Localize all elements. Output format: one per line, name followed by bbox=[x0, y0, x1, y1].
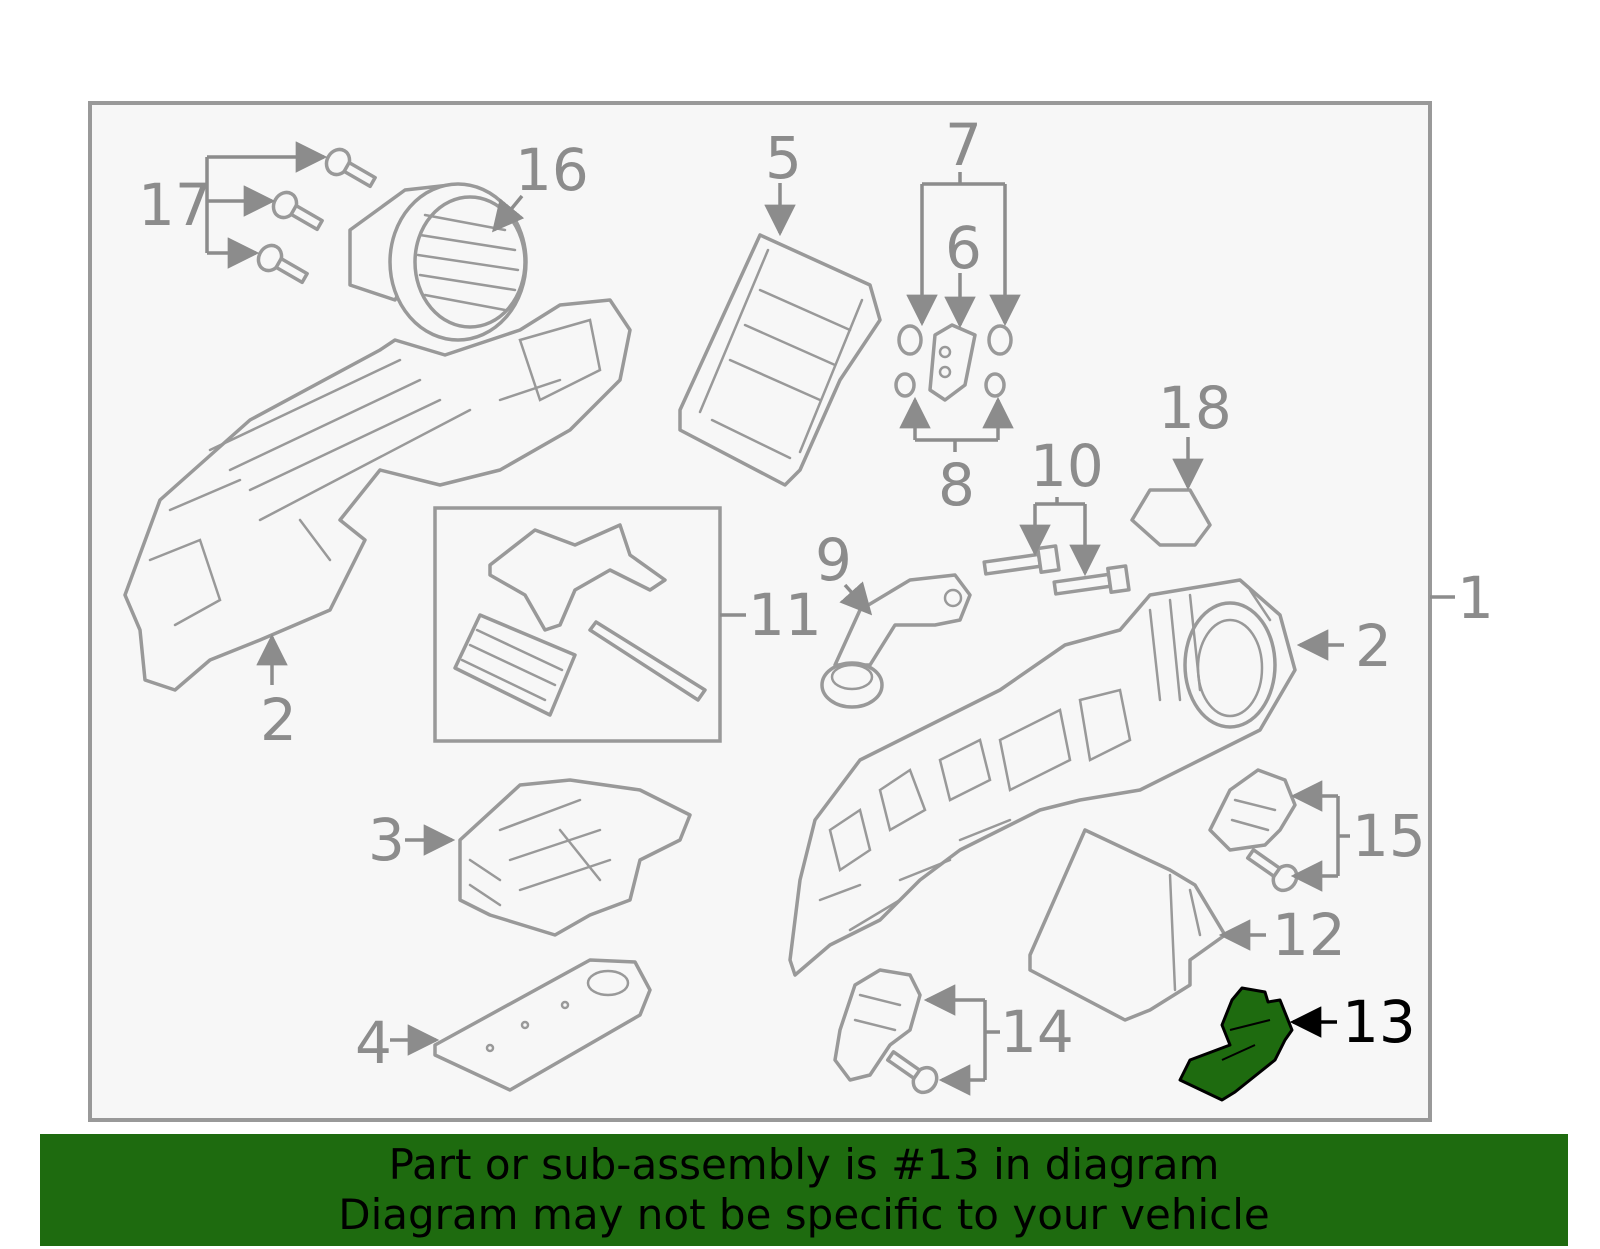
part-8-o-rings bbox=[894, 372, 1006, 398]
banner-line-2: Diagram may not be specific to your vehi… bbox=[338, 1190, 1270, 1239]
info-banner: Part or sub-assembly is #13 in diagram D… bbox=[40, 1134, 1568, 1246]
callout-8: 8 bbox=[938, 451, 975, 519]
part-7-o-rings bbox=[897, 324, 1013, 356]
callout-3: 3 bbox=[368, 806, 405, 874]
part-9-pipe bbox=[820, 573, 972, 709]
part-5-evaporator bbox=[678, 233, 882, 487]
part-14-actuator bbox=[833, 968, 939, 1095]
part-11-filter-kit bbox=[433, 506, 722, 743]
callout-2-right: 2 bbox=[1355, 612, 1392, 680]
part-18-sensor bbox=[1130, 488, 1212, 547]
part-17-screws bbox=[256, 147, 377, 285]
callout-7: 7 bbox=[945, 111, 982, 179]
callout-10: 10 bbox=[1030, 432, 1104, 500]
part-16-blower-motor bbox=[348, 182, 528, 342]
callout-6: 6 bbox=[945, 214, 982, 282]
callout-labels: 17 16 5 7 6 8 18 10 9 11 2 1 2 15 3 12 1… bbox=[138, 111, 1494, 1077]
callout-14: 14 bbox=[1000, 998, 1074, 1066]
callout-5: 5 bbox=[765, 124, 802, 192]
part-10-bolts bbox=[982, 544, 1131, 596]
callout-11: 11 bbox=[748, 581, 822, 649]
banner-line-1: Part or sub-assembly is #13 in diagram bbox=[388, 1140, 1220, 1189]
part-2-heater-case-right bbox=[788, 578, 1297, 977]
part-2-duct-housing-left bbox=[123, 298, 632, 692]
callout-4: 4 bbox=[355, 1009, 392, 1077]
callout-2-left: 2 bbox=[260, 686, 297, 754]
part-4-seal-plate bbox=[433, 958, 652, 1092]
callout-18: 18 bbox=[1158, 374, 1232, 442]
callout-15: 15 bbox=[1352, 802, 1426, 870]
part-12-panel bbox=[1028, 828, 1227, 1022]
callout-1: 1 bbox=[1457, 564, 1494, 632]
part-13-highlighted[interactable] bbox=[1178, 986, 1294, 1102]
callout-9: 9 bbox=[815, 526, 852, 594]
callout-13[interactable]: 13 bbox=[1342, 988, 1416, 1056]
callout-16: 16 bbox=[515, 136, 589, 204]
callout-12: 12 bbox=[1272, 901, 1346, 969]
leader-lines bbox=[205, 141, 1455, 1096]
callout-17: 17 bbox=[138, 171, 212, 239]
part-3-mode-housing bbox=[458, 778, 692, 937]
